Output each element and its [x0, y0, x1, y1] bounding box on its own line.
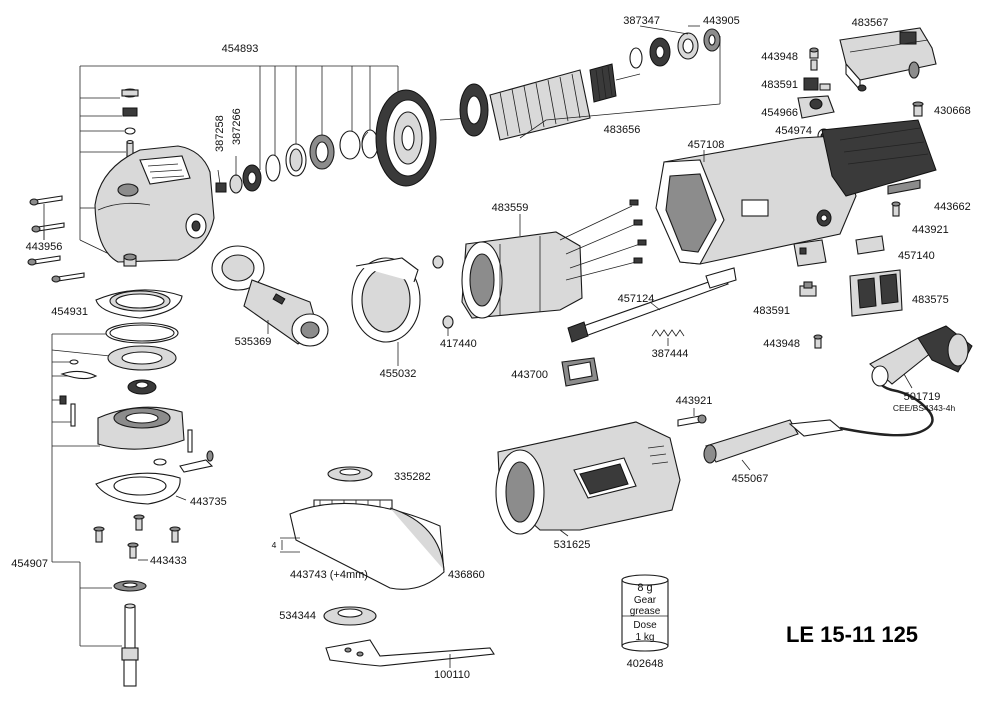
label-454893: 454893	[222, 43, 259, 55]
label-443905: 443905	[703, 15, 740, 27]
spanner-100110	[325, 639, 495, 668]
screws-443433	[93, 514, 181, 561]
label-483567: 483567	[852, 17, 889, 29]
label-483591-bottom: 483591	[753, 305, 790, 317]
label-387444: 387444	[652, 348, 689, 360]
model-title: LE 15-11 125	[786, 622, 918, 647]
label-443948-top: 443948	[761, 51, 798, 63]
brush-holders-lower	[793, 201, 903, 349]
label-483559: 483559	[492, 202, 529, 214]
dust-cover-455032	[351, 257, 421, 366]
armature-bearings	[629, 25, 721, 69]
spindle-parts	[113, 580, 147, 687]
motor-housing	[655, 119, 937, 265]
label-454907: 454907	[11, 558, 48, 570]
label-443433: 443433	[150, 555, 187, 567]
screws-443956	[27, 195, 85, 283]
cover-531625	[495, 421, 681, 537]
label-535369: 535369	[235, 336, 272, 348]
group-454893	[79, 65, 399, 265]
label-501719: 501719	[904, 391, 941, 403]
dimension-4: 4	[272, 540, 277, 550]
label-455067: 455067	[732, 473, 769, 485]
label-402648: 402648	[627, 658, 664, 670]
label-483575: 483575	[912, 294, 949, 306]
grease-box-text: 8 g Gear grease Dose 1 kg	[630, 582, 661, 643]
label-443662: 443662	[934, 201, 971, 213]
bracket-454907	[51, 333, 122, 647]
label-454931: 454931	[51, 306, 88, 318]
grease-box	[621, 574, 669, 652]
flange-stack	[59, 322, 214, 473]
grease-label-1kg: 1 kg	[636, 632, 655, 643]
label-483591-top: 483591	[761, 79, 798, 91]
label-443921-cover: 443921	[676, 395, 713, 407]
gasket-454931	[95, 289, 183, 319]
grease-label-grease: grease	[630, 606, 661, 617]
label-443743: 443743 (+4mm)	[290, 569, 368, 581]
label-457108: 457108	[688, 139, 725, 151]
label-483656: 483656	[604, 124, 641, 136]
handle-455067	[703, 419, 844, 471]
bevel-gear	[375, 89, 437, 187]
label-443735: 443735	[190, 496, 227, 508]
label-387266: 387266	[231, 108, 243, 145]
label-501719-sub: CEE/BS4343-4h	[893, 403, 956, 413]
label-534344: 534344	[279, 610, 316, 622]
bearing-rings	[265, 129, 379, 182]
side-handle-535369	[211, 245, 329, 347]
wheel-guard	[280, 499, 445, 590]
label-457140: 457140	[898, 250, 935, 262]
gasket-443735	[95, 472, 187, 505]
flange-534344	[323, 606, 377, 626]
grease-label-dose: Dose	[633, 620, 657, 631]
screw-443921-cover	[677, 408, 707, 427]
label-443921-right: 443921	[912, 224, 949, 236]
stator	[461, 199, 647, 319]
label-387258: 387258	[214, 115, 226, 152]
label-430668: 430668	[934, 105, 971, 117]
pinion-parts	[215, 156, 262, 194]
label-443956: 443956	[26, 241, 63, 253]
armature	[439, 36, 721, 141]
switch-rod	[567, 267, 737, 343]
cable-plug-501719	[839, 325, 973, 437]
grease-weight: 8 g	[637, 582, 652, 594]
label-455032: 455032	[380, 368, 417, 380]
label-531625: 531625	[554, 539, 591, 551]
label-417440: 417440	[440, 338, 477, 350]
brush-small-parts	[797, 47, 924, 144]
pins-417440	[432, 255, 454, 336]
label-454966: 454966	[761, 107, 798, 119]
spring-387444	[651, 329, 685, 346]
nut-335282	[327, 466, 373, 482]
label-443700: 443700	[511, 369, 548, 381]
grease-label-gear: Gear	[634, 595, 657, 606]
label-443948-bottom: 443948	[763, 338, 800, 350]
label-454974: 454974	[775, 125, 812, 137]
switch-443700	[561, 357, 599, 387]
label-436860: 436860	[448, 569, 485, 581]
label-457124: 457124	[618, 293, 655, 305]
label-335282: 335282	[394, 471, 431, 483]
gear-head-housing	[94, 145, 215, 267]
label-100110: 100110	[434, 669, 470, 681]
brush-holder-top	[839, 27, 937, 92]
label-387347: 387347	[623, 15, 660, 27]
labels: 454893 387258 387266 387347 443905 48365…	[11, 15, 970, 681]
